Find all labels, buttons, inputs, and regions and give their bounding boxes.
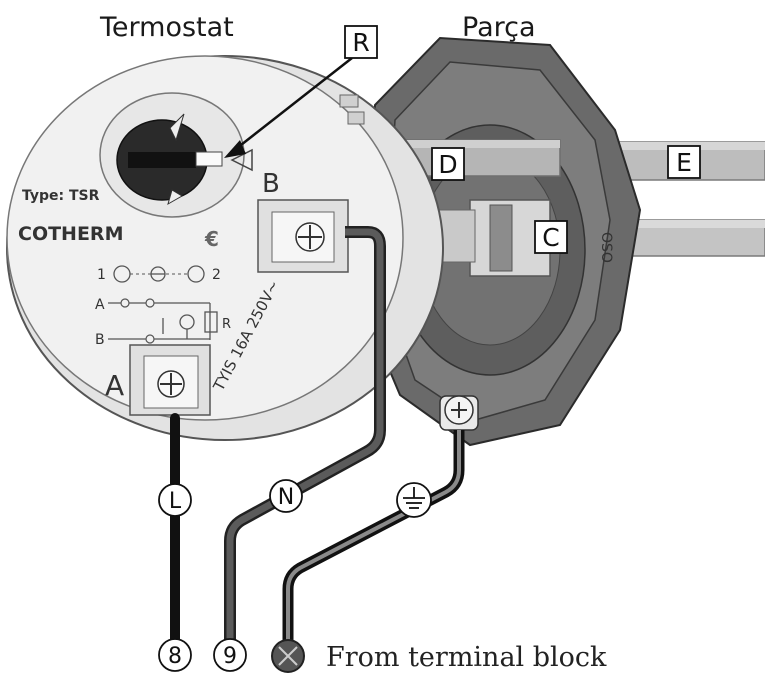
part-title: Parça	[462, 12, 536, 43]
thermostat-body	[6, 55, 444, 441]
svg-text:€: €	[204, 227, 219, 251]
svg-text:A: A	[95, 297, 105, 313]
svg-text:E: E	[676, 148, 692, 177]
svg-text:C: C	[542, 223, 559, 252]
svg-text:2: 2	[212, 267, 221, 283]
label-box-d: D	[431, 147, 465, 181]
thermostat-title: Termostat	[99, 12, 234, 43]
certification-mark-icon: €	[204, 227, 219, 251]
wire-label-n: N	[269, 479, 303, 513]
r-pointer-arrow	[224, 57, 353, 158]
terminal-block-label: From terminal block	[326, 642, 607, 673]
svg-text:L: L	[169, 489, 182, 514]
terminal-8: 8	[158, 638, 192, 672]
part-mark-text: OSO	[598, 232, 614, 263]
svg-text:R: R	[352, 28, 369, 57]
svg-text:OSO: OSO	[598, 232, 614, 263]
svg-text:9: 9	[223, 644, 237, 669]
ground-screw-icon	[439, 395, 479, 431]
svg-text:B: B	[95, 332, 105, 348]
wire-ground	[282, 430, 465, 648]
svg-text:1: 1	[97, 267, 106, 283]
label-box-c: C	[534, 220, 568, 254]
wire-label-l: L	[158, 483, 192, 517]
label-box-e: E	[667, 145, 701, 179]
svg-text:D: D	[438, 150, 457, 179]
svg-text:N: N	[278, 485, 294, 510]
svg-text:R: R	[222, 317, 231, 332]
type-label: Type: TSR	[22, 188, 100, 204]
part-body	[358, 36, 642, 447]
ground-symbol-icon	[396, 482, 432, 518]
terminal-a-label: A	[105, 369, 124, 402]
terminal-9: 9	[213, 638, 247, 672]
svg-text:8: 8	[168, 644, 182, 669]
brand-label: COTHERM	[18, 223, 123, 245]
label-box-r: R	[344, 25, 378, 59]
terminal-ground-icon	[271, 639, 305, 673]
wire-n	[224, 226, 386, 642]
terminal-b-label: B	[262, 169, 280, 199]
